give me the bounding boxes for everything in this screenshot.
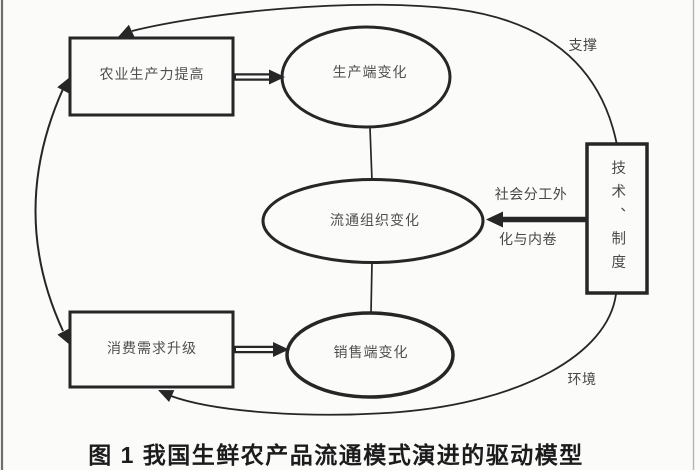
environment-curve-arrow xyxy=(158,293,617,416)
support-curve-arrow xyxy=(118,3,618,146)
technology-institution-label: 技术、制度 xyxy=(609,160,626,278)
consumption-demand-label: 消费需求升级 xyxy=(107,340,197,356)
agri-consume-bidirectional-curve xyxy=(34,77,70,345)
agricultural-productivity-box xyxy=(68,36,235,117)
social-division-label-line2: 化与内卷 xyxy=(499,231,557,247)
circulation-organization-ellipse xyxy=(261,178,485,264)
consume-to-sales-arrow xyxy=(234,342,289,357)
tech-to-circulation-arrow xyxy=(486,211,586,228)
environment-edge-label: 环境 xyxy=(567,371,597,387)
consumption-demand-box xyxy=(68,310,235,389)
circulation-organization-label: 流通组织变化 xyxy=(330,212,420,228)
sales-side-ellipse xyxy=(285,311,455,399)
social-division-label-line1: 社会分工外 xyxy=(494,186,568,202)
production-circulation-connector-line xyxy=(369,127,373,182)
agri-to-production-arrow xyxy=(234,69,285,85)
production-side-label: 生产端变化 xyxy=(332,64,408,80)
support-edge-label: 支撑 xyxy=(568,37,598,53)
circulation-sales-connector-line xyxy=(370,261,373,314)
sales-side-label: 销售端变化 xyxy=(333,344,409,360)
figure-caption: 图 1 我国生鲜农产品流通模式演进的驱动模型 xyxy=(88,442,584,468)
agricultural-productivity-label: 农业生产力提高 xyxy=(99,66,205,82)
